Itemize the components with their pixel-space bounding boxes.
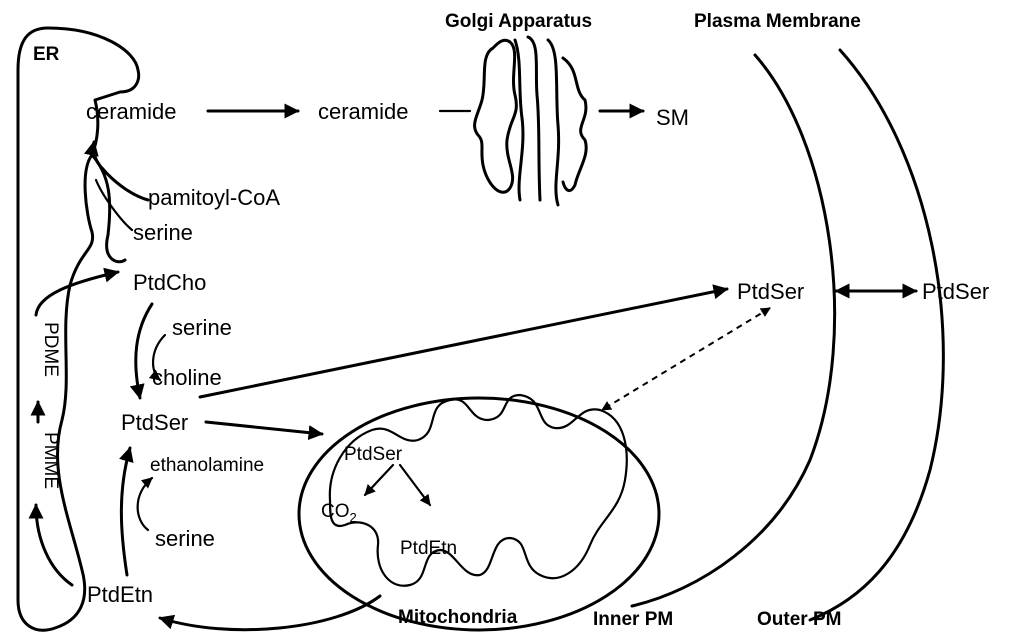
arrow-ptdser-to-pm [200,289,727,397]
arrow-ptdetn-to-ptdser [121,448,130,575]
mitochondria-label: Mitochondria [398,607,518,628]
sm-label: SM [656,105,689,130]
er-ceramide-label: ceramide [86,99,176,124]
arrow-mito-ptdser-to-ptdetn [400,465,430,505]
ptdetn-label: PtdEtn [87,582,153,607]
er-label: ER [33,44,60,65]
mito-ptdetn-label: PtdEtn [400,538,457,559]
arrow-serine-ethanolamine [138,478,152,530]
arrow-pdme-to-ptdcho [36,272,118,315]
pm-ptdser-inner-label: PtdSer [737,279,804,304]
outer-pm-label: Outer PM [757,609,841,630]
mito-co2-label: CO2 [321,501,357,525]
pm-ptdser-outer-label: PtdSer [922,279,989,304]
ethanolamine-label: ethanolamine [150,455,264,476]
mito-ptdser-label: PtdSer [344,444,403,465]
palmitoyl-coa-label: pamitoyl-CoA [148,185,280,210]
golgi-apparatus [475,37,587,205]
inner-pm-membrane [632,55,835,606]
arrow-mito-to-ptdetn [160,596,380,630]
serine-label-3: serine [155,526,215,551]
golgi-ceramide-label: ceramide [318,99,408,124]
serine-label-1: serine [133,220,193,245]
er-ptdser-label: PtdSer [121,410,188,435]
outer-pm-membrane [810,50,943,620]
serine-branch-1 [96,180,132,230]
arrow-ptdcho-to-ptdser [136,304,152,398]
pdme-label: PDME [40,322,61,377]
arrow-ptdser-to-mito [206,422,322,434]
golgi-label: Golgi Apparatus [445,11,592,32]
serine-label-2: serine [172,315,232,340]
inner-pm-label: Inner PM [593,609,673,630]
pmme-label: PMME [40,432,61,489]
arrow-dashed-pm-mito [602,308,770,410]
er-inner-fold [92,155,125,262]
plasma-membrane-label: Plasma Membrane [694,11,861,32]
arrow-mito-ptdser-to-co2 [365,465,393,495]
choline-label: choline [152,365,222,390]
ptdcho-label: PtdCho [133,270,206,295]
